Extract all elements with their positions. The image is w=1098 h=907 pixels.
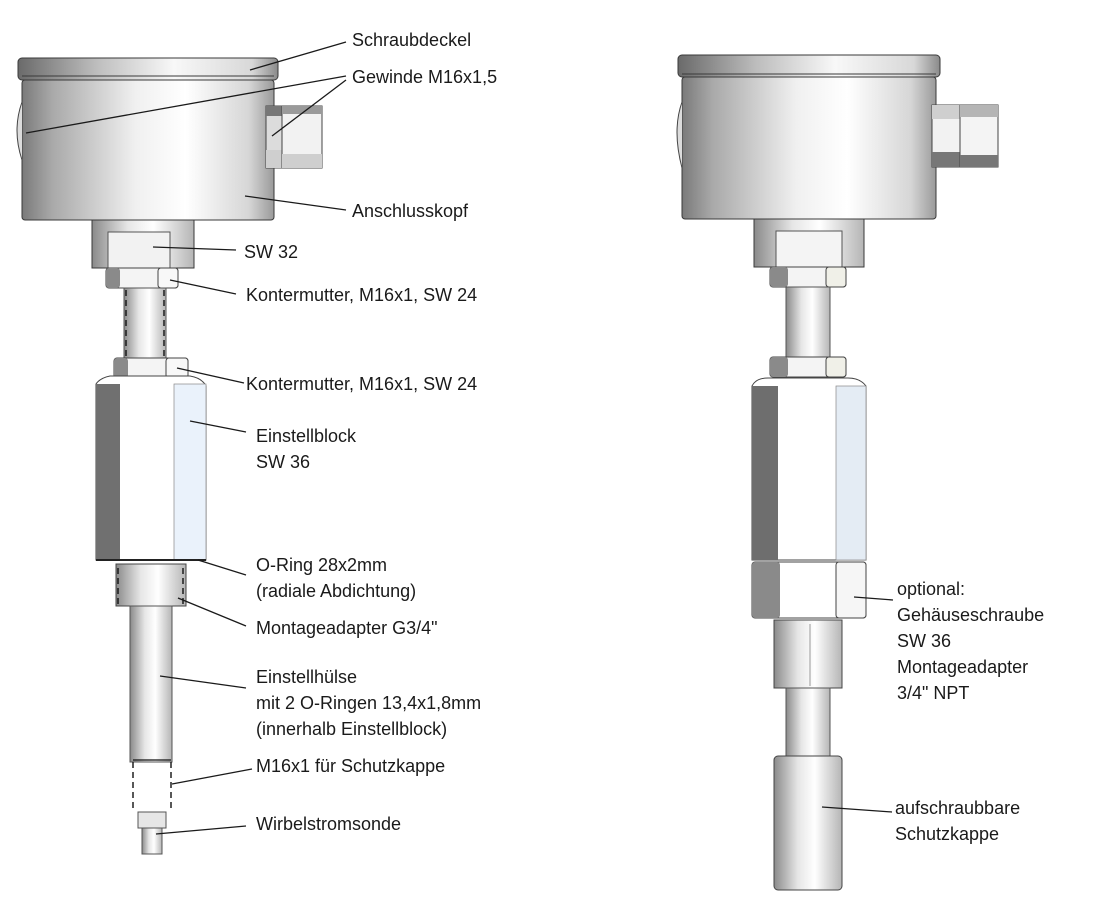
label-einstellhuelse: Einstellhülse bbox=[256, 667, 357, 687]
lock-nut-right-top bbox=[769, 266, 847, 288]
lock-nut-bottom bbox=[113, 357, 189, 379]
housing-screw-sw36 bbox=[751, 561, 867, 619]
cable-gland bbox=[265, 105, 323, 169]
connection-head-housing-right bbox=[681, 76, 937, 220]
label-kontermutter-2: Kontermutter, M16x1, SW 24 bbox=[246, 374, 477, 394]
label-gehaeuseschraube: Gehäuseschraube bbox=[897, 605, 1044, 625]
label-sw32: SW 32 bbox=[244, 242, 298, 262]
adjustment-block-hex bbox=[95, 375, 207, 561]
adjustment-block-hex-right bbox=[751, 377, 867, 561]
label-einstellhuelse-oringe: mit 2 O-Ringen 13,4x1,8mm bbox=[256, 693, 481, 713]
label-einstellhuelse-innerhalb: (innerhalb Einstellblock) bbox=[256, 719, 447, 739]
lock-nut-top bbox=[105, 267, 179, 289]
cable-gland-right bbox=[931, 104, 999, 168]
mounting-adapter-g34 bbox=[115, 563, 187, 607]
label-montageadapter-g34: Montageadapter G3/4" bbox=[256, 618, 438, 638]
label-einstellblock-sw36: SW 36 bbox=[256, 452, 310, 472]
left-cable-entry bbox=[16, 101, 23, 161]
label-oring-sub: (radiale Abdichtung) bbox=[256, 581, 416, 601]
screw-lid bbox=[17, 57, 279, 81]
label-montageadapter-npt: Montageadapter bbox=[897, 657, 1028, 677]
label-aufschraubbare: aufschraubbare bbox=[895, 798, 1020, 818]
label-optional: optional: bbox=[897, 579, 965, 599]
mounting-adapter-npt bbox=[773, 619, 843, 689]
protective-cap bbox=[773, 755, 843, 891]
label-einstellblock: Einstellblock bbox=[256, 426, 357, 446]
lock-nut-right-bottom bbox=[769, 356, 847, 378]
label-schutzkappe: Schutzkappe bbox=[895, 824, 999, 844]
right-assembly-drawing bbox=[676, 54, 999, 891]
label-oring: O-Ring 28x2mm bbox=[256, 555, 387, 575]
label-kontermutter-1: Kontermutter, M16x1, SW 24 bbox=[246, 285, 477, 305]
label-npt-size: 3/4" NPT bbox=[897, 683, 969, 703]
label-schraubdeckel: Schraubdeckel bbox=[352, 30, 471, 50]
label-gehaeuseschraube-sw36: SW 36 bbox=[897, 631, 951, 651]
connection-head-housing bbox=[21, 79, 275, 221]
eddy-current-probe bbox=[137, 811, 167, 829]
label-gewinde: Gewinde M16x1,5 bbox=[352, 67, 497, 87]
label-anschlusskopf: Anschlusskopf bbox=[352, 201, 469, 221]
adjustment-sleeve bbox=[129, 605, 173, 763]
label-wirbelstromsonde: Wirbelstromsonde bbox=[256, 814, 401, 834]
left-assembly-drawing bbox=[16, 41, 347, 855]
label-m16-schutzkappe: M16x1 für Schutzkappe bbox=[256, 756, 445, 776]
